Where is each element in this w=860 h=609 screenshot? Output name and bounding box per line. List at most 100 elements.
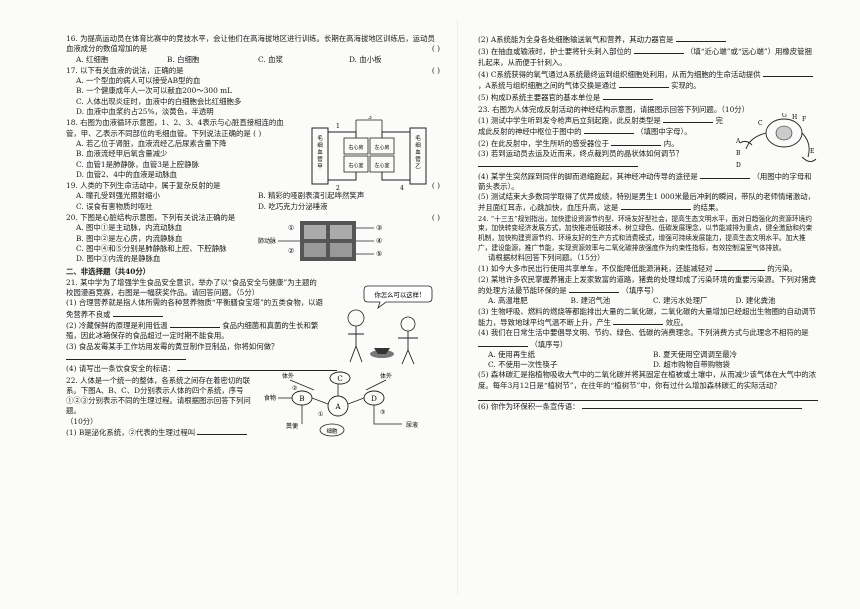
q21-blank-2[interactable] — [169, 320, 220, 329]
q22-blank-3[interactable] — [633, 46, 684, 55]
q21-part2-text: (2) 冷藏保鲜的原理是利用低温 — [66, 321, 168, 331]
system-b: B — [299, 395, 304, 403]
process-2: ② — [292, 385, 297, 392]
right-column: (2) A系统能为全身各处细胞输送氧气和营养，其动力器官是 (3) 在抽血或输液… — [478, 34, 818, 413]
vessel-4-label: 4 — [400, 185, 404, 192]
section-2-title: 二、非选择题（共40分） — [66, 266, 151, 276]
q17-opt-d: D. 血液中血浆约占25%，淡黄色，半透明 — [76, 107, 214, 117]
q21-blank-1[interactable] — [112, 309, 163, 317]
q24-part3: (3) 生物呼吸、燃料的燃烧等都能排出大量的二氧化碳，二氧化碳的大量增加已经超出… — [478, 307, 818, 329]
system-c: C — [337, 375, 342, 383]
q18-bracket: ( ) — [253, 128, 262, 138]
q19-opt-b: B. 精彩的哑剧表演引起哗然笑声 — [258, 191, 365, 201]
q17-stem: 17. 以下有关血液的说法，正确的是 — [66, 65, 184, 75]
reflex-arc-diagram: A B C D E F G H — [736, 113, 817, 169]
vessel-2-label: 2 — [336, 185, 340, 192]
q16-opt-d: D. 血小板 — [349, 54, 382, 64]
q24-opt2-a: A. 高温堆肥 — [488, 296, 528, 306]
q22-blank-4b[interactable] — [618, 80, 669, 89]
q23-blank-2[interactable] — [611, 138, 662, 146]
q23-blank-4[interactable] — [700, 171, 751, 179]
food-label: 食物 — [264, 394, 276, 402]
q23-blank-5[interactable] — [620, 202, 691, 211]
q21-part4-text: (4) 请写出一条饮食安全的标语： — [66, 364, 175, 374]
q24-blank-3[interactable] — [613, 317, 664, 325]
q24-part1: (1) 如今大多市民出行使用共享单车，不仅能降低能源消耗，还能减轻对 的污染。 — [478, 263, 818, 274]
q17-bracket: ( ) — [431, 65, 440, 75]
question-19: 19. 人类的下列生命活动中，属于复杂反射的是 ( ) A. 瞳孔受到强光照射缩… — [66, 181, 440, 212]
q23-part4b-text: （用图中的字母和箭头表示）。 — [478, 171, 812, 191]
q24-part1b-text: 的污染。 — [767, 264, 797, 274]
question-24: 24. “十三五”规划指出，加快建设资源节约型、环境友好型社会，提高生态文明水平… — [478, 215, 818, 413]
q23-blank-3[interactable] — [478, 159, 638, 168]
node-h: H — [792, 114, 797, 121]
q22-part1-text: (1) B是泌化系统，②代表的生理过程叫 — [66, 427, 196, 437]
q22-part1: (1) B是泌化系统，②代表的生理过程叫 — [66, 427, 440, 438]
q17-opt-c: C. 人体出现炎症时，血液中的白细胞会比红细胞多 — [76, 96, 242, 106]
q22-part4b-text: ，A系统与组织细胞之间的气体交换是通过 — [478, 81, 617, 91]
q22-blank-5[interactable] — [602, 92, 653, 101]
q24-part4b-text: （填序号） — [530, 339, 568, 349]
q23-part4-text: (4) 某学生突然踩到同伴的脚而退缩跑起，其神经冲动传导的途径是 — [478, 171, 698, 181]
q16-opt-a: A. 红细胞 — [76, 54, 109, 64]
outside-label-2: 体外 — [380, 372, 392, 380]
column-divider — [457, 20, 458, 595]
q22-part3: (3) 在抽血或输液时，护士要将针头刺入部位的 （填“近心端”或“远心端”）用橡… — [478, 46, 818, 68]
q23-blank-1a[interactable] — [663, 115, 714, 124]
q24-part3b-text: 效应。 — [665, 317, 688, 327]
stool-label: 粪便 — [286, 422, 298, 430]
q18-opt-a: A. 若乙位于肾脏，血液流经乙后尿素含量下降 — [76, 138, 227, 148]
process-3: ③ — [380, 409, 385, 416]
q23-part5: (5) 测试结束大多数同学取得了优异成绩，特别是男生1 000米最后冲刺的瞬间，… — [478, 192, 818, 214]
right-ventricle-label: 右心室 — [348, 162, 363, 169]
q24-blank-5[interactable] — [478, 393, 818, 401]
q23-part2-text: (2) 在此反射中，学生所听的感受器位于 — [478, 138, 610, 148]
q21-blank-4[interactable] — [177, 363, 338, 372]
q22-blank-1[interactable] — [197, 427, 248, 435]
q23-part3: (3) 若到运动员去运及近而来，终点裁判员的晶状体如何调节？ — [478, 149, 730, 171]
q24-part3-text: (3) 生物呼吸、燃料的燃烧等都能排出大量的二氧化碳，二氧化碳的大量增加已经超出… — [478, 306, 817, 327]
q20-bracket: ( ) — [431, 213, 440, 223]
q16-opt-c: C. 血浆 — [258, 54, 283, 64]
q24-blank-4[interactable] — [478, 339, 528, 347]
q21-stem: 21. 某中学为了增强学生食品安全意识，举办了以“食品安全与健康”为主题的校园漫… — [66, 277, 317, 298]
q23-part4: (4) 某学生突然踩到同伴的脚而退缩跑起，其神经冲动传导的途径是 （用图中的字母… — [478, 171, 818, 193]
q24-part1-text: (1) 如今大多市民出行使用共享单车，不仅能降低能源消耗，还能减轻对 — [478, 264, 713, 274]
q24-opt4-d: D. 超市购物自带购物袋 — [653, 360, 730, 370]
cartoon-speech-bubble: 你怎么可以这样! — [374, 290, 421, 299]
q20-opt-c: C. 图中④和⑤分别是肺静脉和上腔、下腔静脉 — [76, 243, 227, 253]
capillary-a-label: 毛细血管甲 — [317, 134, 323, 170]
node-b: B — [736, 150, 741, 157]
q24-part6: (6) 你作为环保积一条宣传语： — [478, 401, 818, 412]
q22-blank-4a[interactable] — [762, 69, 813, 77]
q19-opt-a: A. 瞳孔受到强光照射缩小 — [76, 191, 160, 201]
q23-part1-text: (1) 测试中学生听到发令枪声后立刻起跑，此反射类型是 — [478, 116, 661, 126]
q22-part3b-text: （填“近心端”或“远心端”）用橡皮管捆扎起来，从而便于针刺入。 — [478, 47, 812, 67]
system-a: A — [334, 403, 341, 411]
q21-part1-text: (1) 合理营养就是指人体所需的各种营养物质“平衡膳食宝塔”的五类食物，以避免营… — [66, 298, 323, 319]
q24-opt2-c: C. 建污水处理厂 — [653, 296, 708, 306]
q24-blank-1[interactable] — [714, 263, 765, 272]
q21-part3-text: (3) 食品发霉某手工作坊用发霉的黄豆制作豆制品，你将如何做？ — [66, 341, 279, 351]
q19-options-row1: A. 瞳孔受到强光照射缩小 B. 精彩的哑剧表演引起哗然笑声 — [66, 191, 440, 201]
q24-opt4-a: A. 使用再生纸 — [488, 349, 535, 359]
node-e: E — [810, 148, 814, 155]
q19-opt-c: C. 误食有害物质时呕吐 — [76, 201, 153, 211]
q21-blank-3[interactable] — [66, 352, 186, 360]
heart-part-2: ② — [288, 247, 294, 255]
q21-part3: (3) 食品发霉某手工作坊用发霉的黄豆制作豆制品，你将如何做？ — [66, 342, 324, 364]
q24-blank-6[interactable] — [581, 401, 802, 409]
q23-part5b-text: 的结果。 — [693, 203, 723, 213]
system-d: D — [371, 395, 377, 403]
q23-blank-1b[interactable] — [583, 126, 634, 135]
q24-stem: 24. “十三五”规划指出，加快建设资源节约型、环境友好型社会，提高生态文明水平… — [478, 214, 813, 252]
q24-blank-2[interactable] — [569, 285, 620, 294]
node-c: C — [758, 120, 763, 127]
heart-diagram: 肺动脉 ① ② ③ ④ ⑤ — [258, 221, 382, 262]
q23-part2b-text: 内。 — [663, 138, 679, 148]
q23-part1: (1) 测试中学生听到发令枪声后立刻起跑，此反射类型是 完成此反射的神经中枢位于… — [478, 115, 730, 138]
right-atrium-label: 右心房 — [348, 144, 363, 151]
node-g: G — [782, 113, 787, 119]
q22-blank-2[interactable] — [675, 34, 726, 42]
q23-stem: 23. 右图为人体完成反射活动的神经结构示意图，请据图示回答下列问题。（10分） — [478, 104, 750, 114]
